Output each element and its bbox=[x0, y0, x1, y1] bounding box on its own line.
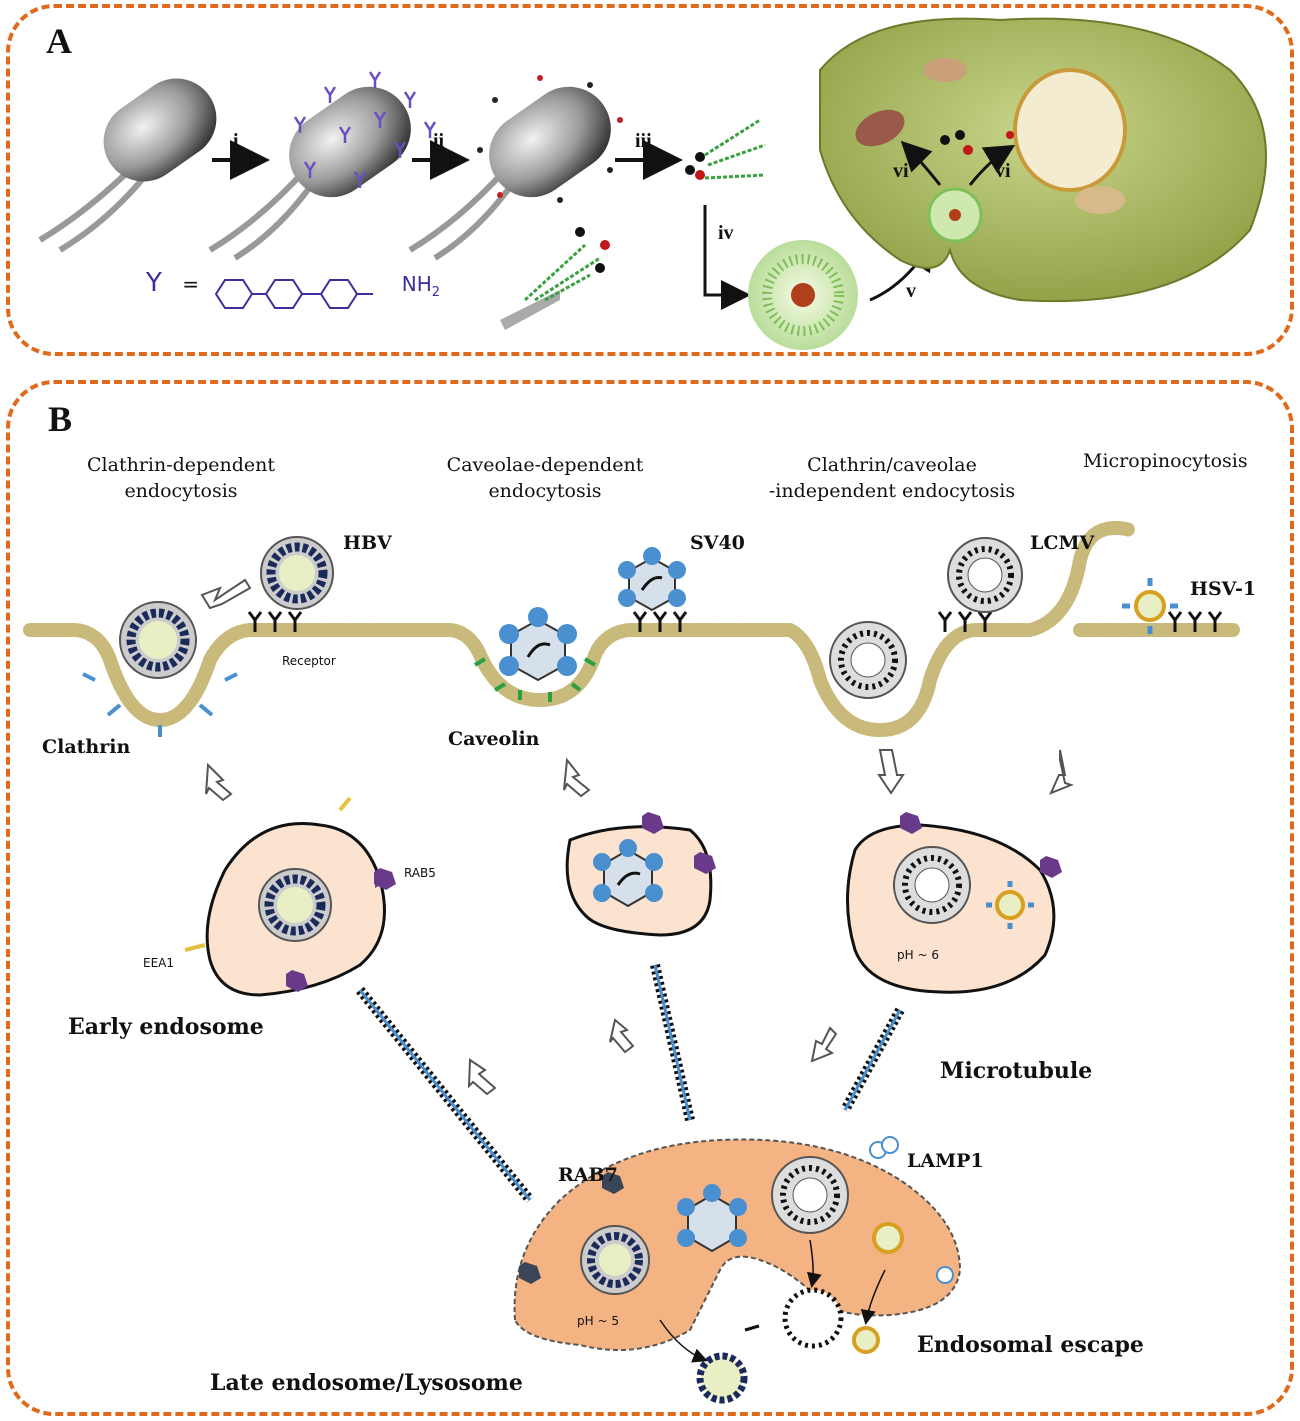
cell-illustration bbox=[819, 17, 1267, 303]
label-hbv: HBV bbox=[343, 532, 392, 554]
formula-symbol: Y bbox=[146, 268, 162, 298]
escaped-particles bbox=[659, 1239, 886, 1404]
clathrin-coats bbox=[82, 672, 238, 737]
panel-b-label: B bbox=[48, 399, 73, 439]
lcmv-virus-free bbox=[947, 537, 1023, 613]
label-ph5: pH ~ 5 bbox=[577, 1314, 619, 1328]
bacterium-plain bbox=[38, 78, 217, 253]
arrow-iv bbox=[703, 205, 751, 310]
pathway-independent-title: Clathrin/caveolae -independent endocytos… bbox=[768, 454, 1016, 502]
micelle bbox=[748, 240, 858, 350]
label-microtubule: Microtubule bbox=[940, 1058, 1093, 1084]
early-endosome bbox=[184, 796, 396, 997]
macropinosome bbox=[846, 812, 1062, 994]
pathway-clathrin-title: Clathrin-dependent endocytosis bbox=[87, 454, 275, 502]
label-early-endosome: Early endosome bbox=[68, 1014, 264, 1040]
label-late-endosome: Late endosome/Lysosome bbox=[210, 1370, 523, 1396]
bacterium-tetrazine bbox=[208, 71, 437, 261]
label-receptor: Receptor bbox=[282, 654, 336, 668]
microtubules bbox=[356, 963, 905, 1204]
label-endosomal-escape: Endosomal escape bbox=[917, 1332, 1144, 1358]
label-eea1: EEA1 bbox=[143, 956, 175, 970]
step-vi-left-label: vi bbox=[893, 160, 909, 182]
hbv-virus-pit bbox=[119, 601, 197, 679]
step-iii-label: iii bbox=[635, 130, 652, 152]
label-hsv1: HSV-1 bbox=[1190, 578, 1257, 600]
late-endosome bbox=[513, 1136, 962, 1351]
panel-a-frame bbox=[6, 4, 1294, 356]
caveolin-coats bbox=[473, 657, 597, 702]
step-iv-label: iv bbox=[718, 222, 734, 244]
pathway-micropinocytosis-title: Micropinocytosis bbox=[1083, 450, 1248, 472]
label-lcmv: LCMV bbox=[1030, 532, 1095, 554]
pathway-caveolae-title: Caveolae-dependent endocytosis bbox=[446, 454, 644, 502]
step-i-label: i bbox=[233, 130, 239, 152]
panel-b-frame bbox=[6, 380, 1294, 1416]
plasma-membrane bbox=[23, 521, 1242, 738]
label-clathrin: Clathrin bbox=[42, 736, 131, 758]
sv40-virus-free bbox=[618, 547, 686, 612]
receptors bbox=[247, 611, 1223, 632]
panel-a-label: A bbox=[46, 21, 72, 61]
hbv-virus-free bbox=[260, 536, 334, 610]
sv40-virus-pit bbox=[499, 607, 577, 682]
label-ph6: pH ~ 6 bbox=[897, 948, 939, 962]
bacterium-conjugated bbox=[408, 75, 623, 261]
hsv1-virus bbox=[1122, 578, 1178, 634]
hollow-down-arrows bbox=[205, 749, 1074, 1096]
formula-equals: = bbox=[182, 272, 200, 296]
label-lamp1: LAMP1 bbox=[907, 1150, 984, 1172]
label-rab5: RAB5 bbox=[404, 866, 436, 880]
hollow-arrow-hbv bbox=[200, 578, 252, 610]
released-lipopeptides bbox=[685, 118, 766, 180]
lcmv-virus-pit bbox=[829, 621, 907, 699]
formula-nh2: NH2 bbox=[401, 272, 441, 300]
label-caveolin: Caveolin bbox=[448, 728, 540, 750]
tetrazine-formula: Y = NH2 bbox=[146, 268, 441, 309]
step-v-label: v bbox=[906, 280, 916, 302]
step-vi-right-label: vi bbox=[995, 160, 1011, 182]
label-sv40: SV40 bbox=[690, 532, 745, 554]
surface-bound-lipids bbox=[500, 227, 610, 330]
formula-structure-icon bbox=[205, 272, 395, 309]
step-ii-label: ii bbox=[433, 130, 445, 152]
label-rab7: RAB7 bbox=[558, 1164, 618, 1186]
caveosome bbox=[565, 812, 716, 937]
